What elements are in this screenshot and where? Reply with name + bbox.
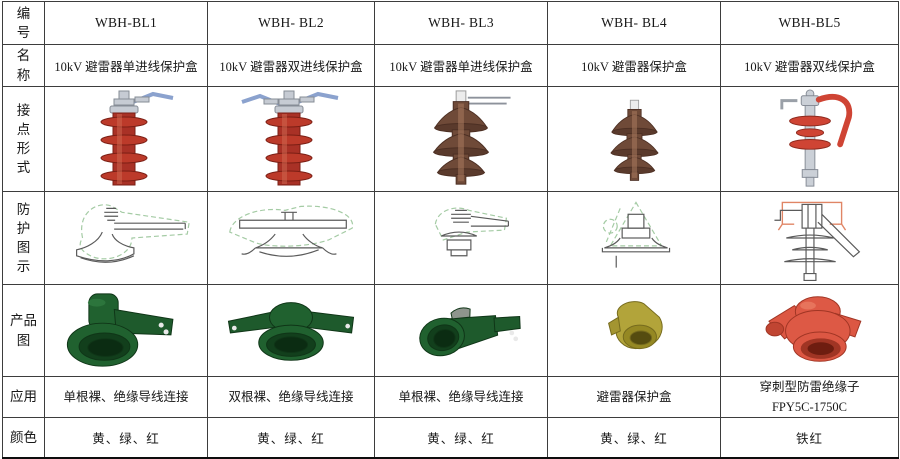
model-name-bl4: 10kV 避雷器保护盒 xyxy=(547,44,721,87)
product-photo-cell-bl3 xyxy=(374,284,548,377)
model-id-bl4: WBH- BL4 xyxy=(547,1,721,45)
terminal-photo-cell-bl2 xyxy=(207,86,375,192)
green-funnel-cover-photo-icon xyxy=(419,306,521,356)
row-product-photo: 产品图 xyxy=(2,284,899,377)
model-name-bl3: 10kV 避雷器单进线保护盒 xyxy=(374,44,548,87)
red-piercing-insulator-hook-photo-icon xyxy=(779,89,852,187)
diagram-cell-bl4 xyxy=(547,191,721,285)
model-id-bl5: WBH-BL5 xyxy=(720,1,899,45)
piercing-insulator-cover-outline-icon xyxy=(773,201,860,282)
protection-cover-outline-double-lead-icon xyxy=(229,205,354,257)
model-name-bl2: 10kV 避雷器双进线保护盒 xyxy=(207,44,375,87)
model-id-bl2: WBH- BL2 xyxy=(207,1,375,45)
red-polymer-arrester-double-lead-photo-icon xyxy=(241,90,339,186)
colors-bl5: 铁红 xyxy=(720,417,899,458)
model-id-bl1: WBH-BL1 xyxy=(44,1,208,45)
application-bl3: 单根裸、绝缘导线连接 xyxy=(374,376,548,418)
terminal-photo-cell-bl1 xyxy=(44,86,208,192)
terminal-photo-cell-bl4 xyxy=(547,86,721,192)
colors-bl4: 黄、绿、红 xyxy=(547,417,721,458)
row-protection-diagram: 防护图示 xyxy=(2,191,899,285)
application-bl2: 双根裸、绝缘导线连接 xyxy=(207,376,375,418)
row-header-colors: 颜色 xyxy=(2,417,45,458)
diagram-cell-bl3 xyxy=(374,191,548,285)
green-cover-double-arm-photo-icon xyxy=(227,301,355,361)
red-cover-multi-arm-photo-icon xyxy=(765,295,861,362)
row-header-name: 名称 xyxy=(2,44,45,87)
diagram-cell-bl5 xyxy=(720,191,899,285)
brown-porcelain-arrester-photo-icon xyxy=(610,99,659,181)
yellow-cone-cover-photo-icon xyxy=(608,300,663,349)
protection-cover-outline-side-lead-icon xyxy=(434,207,509,257)
model-name-bl1: 10kV 避雷器单进线保护盒 xyxy=(44,44,208,87)
row-header-product-photo: 产品图 xyxy=(2,284,45,377)
row-header-protection-diagram: 防护图示 xyxy=(2,191,45,285)
model-name-bl5: 10kV 避雷器双线保护盒 xyxy=(720,44,899,87)
product-photo-cell-bl4 xyxy=(547,284,721,377)
terminal-photo-cell-bl3 xyxy=(374,86,548,192)
row-header-id: 编号 xyxy=(2,1,45,45)
protection-cover-outline-single-lead-icon xyxy=(76,204,190,263)
application-bl5: 穿刺型防雷绝缘子 FPY5C-1750C xyxy=(720,376,899,418)
diagram-cell-bl1 xyxy=(44,191,208,285)
colors-bl2: 黄、绿、红 xyxy=(207,417,375,458)
colors-bl3: 黄、绿、红 xyxy=(374,417,548,458)
row-header-application: 应用 xyxy=(2,376,45,418)
model-id-bl3: WBH- BL3 xyxy=(374,1,548,45)
row-header-terminal-form: 接点形式 xyxy=(2,86,45,192)
product-photo-cell-bl1 xyxy=(44,284,208,377)
product-photo-cell-bl2 xyxy=(207,284,375,377)
diagram-cell-bl2 xyxy=(207,191,375,285)
red-polymer-arrester-single-lead-photo-icon xyxy=(100,90,174,186)
row-name: 名称 10kV 避雷器单进线保护盒 10kV 避雷器双进线保护盒 10kV 避雷… xyxy=(2,44,899,87)
product-photo-cell-bl5 xyxy=(720,284,899,377)
green-cover-single-arm-photo-icon xyxy=(66,292,174,367)
application-bl4: 避雷器保护盒 xyxy=(547,376,721,418)
colors-bl1: 黄、绿、红 xyxy=(44,417,208,458)
row-terminal-form: 接点形式 xyxy=(2,86,899,192)
protection-cone-outline-icon xyxy=(601,201,671,268)
brown-porcelain-arrester-lead-photo-icon xyxy=(432,90,511,185)
row-id: 编号 WBH-BL1 WBH- BL2 WBH- BL3 WBH- BL4 WB… xyxy=(2,1,899,45)
row-application: 应用 单根裸、绝缘导线连接 双根裸、绝缘导线连接 单根裸、绝缘导线连接 避雷器保… xyxy=(2,376,899,418)
terminal-photo-cell-bl5 xyxy=(720,86,899,192)
row-colors: 颜色 黄、绿、红 黄、绿、红 黄、绿、红 黄、绿、红 铁红 xyxy=(2,417,899,458)
application-bl1: 单根裸、绝缘导线连接 xyxy=(44,376,208,418)
